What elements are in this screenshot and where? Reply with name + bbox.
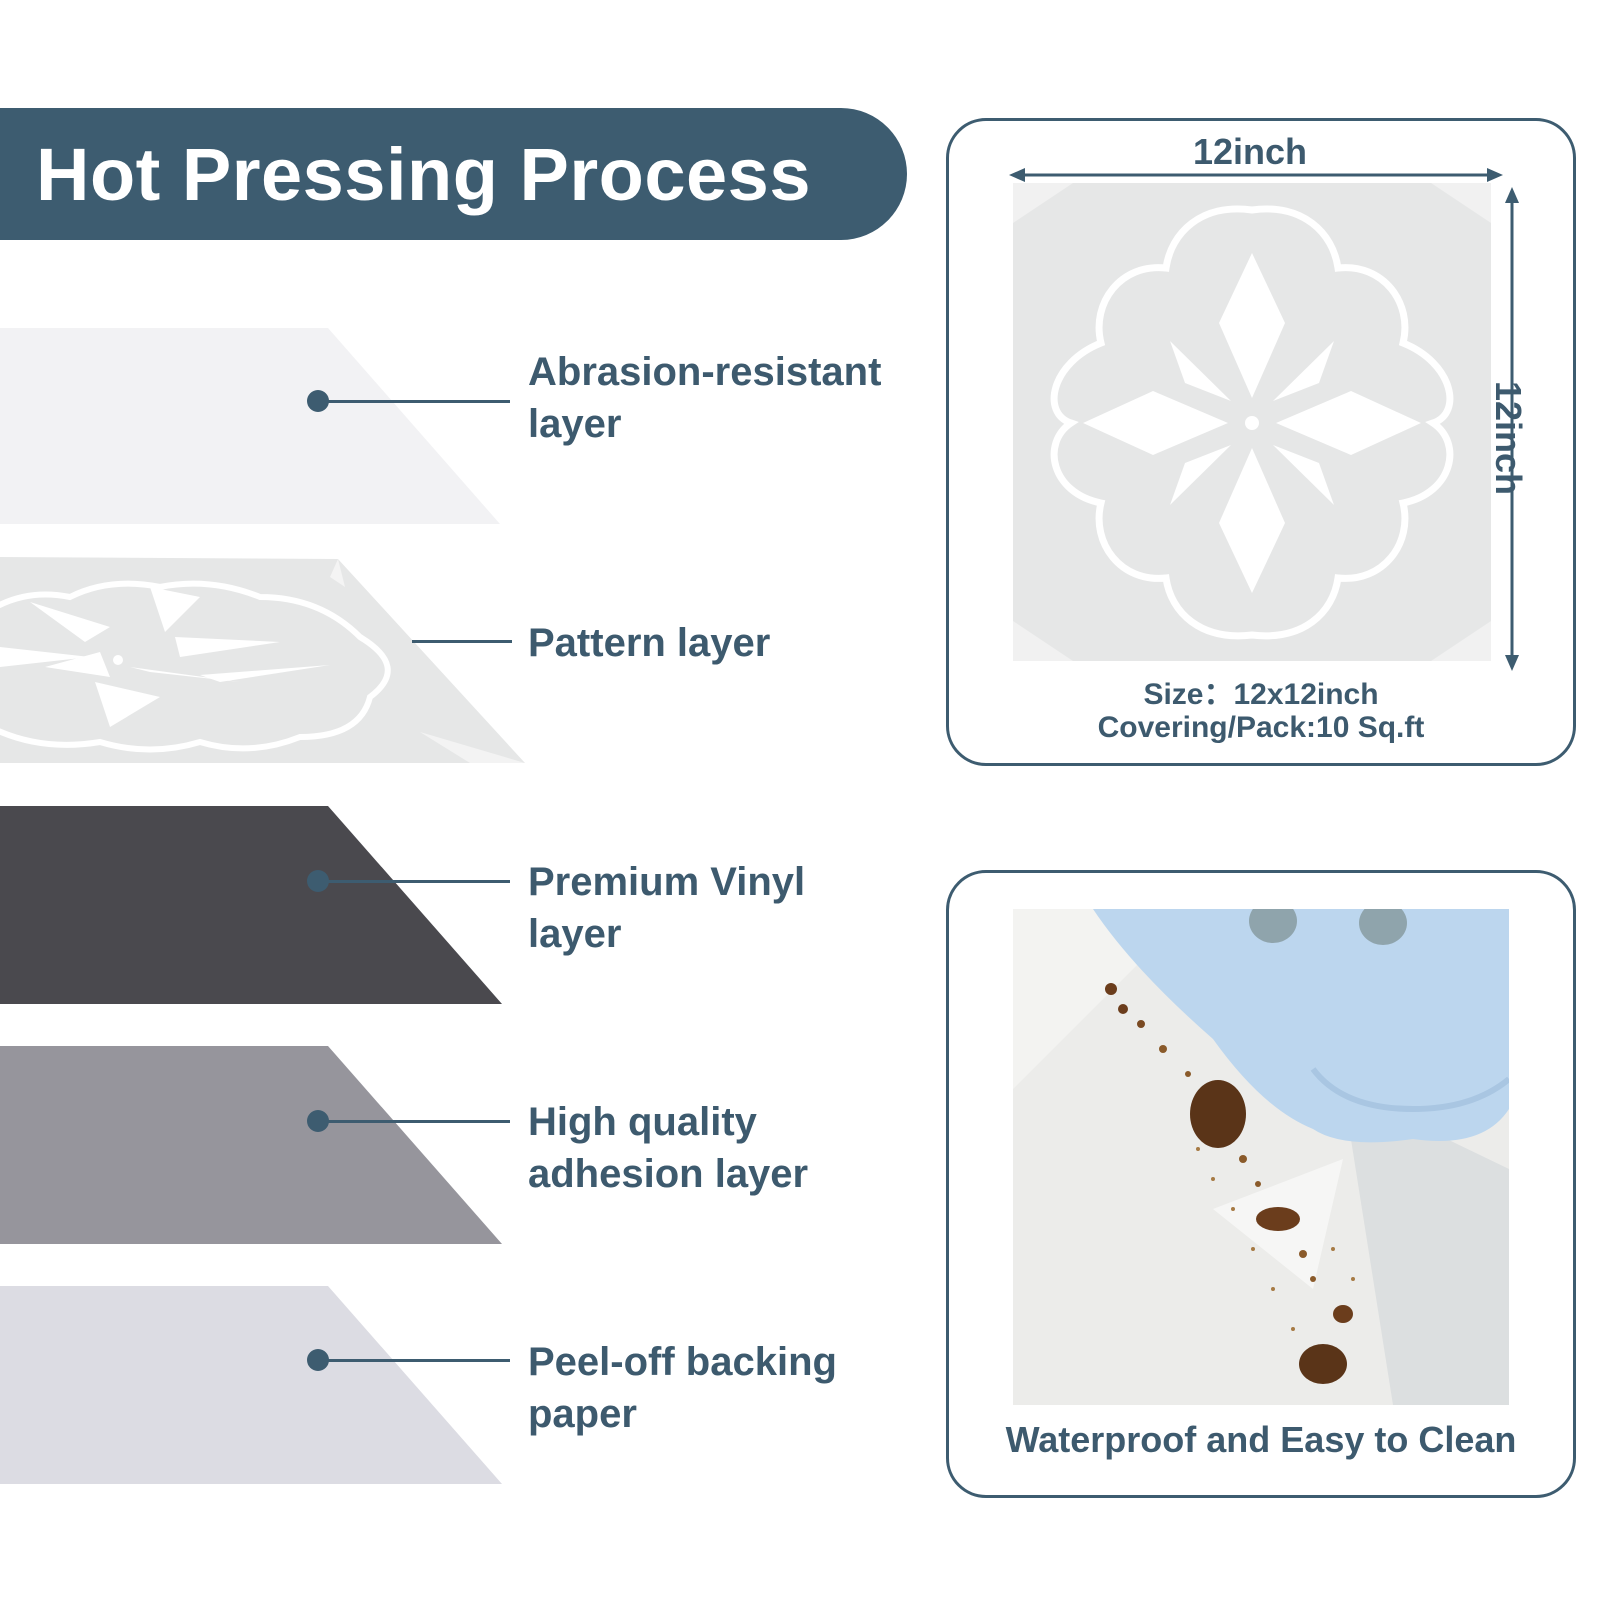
easy-clean-card: Waterproof and Easy to Clean	[946, 870, 1576, 1498]
backing-paper-layer	[0, 1286, 510, 1486]
callout-line	[318, 1120, 510, 1123]
covering-text: Covering/Pack:10 Sq.ft	[1097, 711, 1425, 744]
adhesion-layer-label: High quality adhesion layer	[528, 1100, 809, 1196]
abrasion-resistant-layer	[0, 328, 510, 526]
abrasion-resistant-label: Abrasion-resistant layer	[528, 350, 882, 446]
pattern-layer-label: Pattern layer	[528, 621, 771, 665]
width-dimension-arrow	[1009, 168, 1503, 182]
callout-line	[318, 400, 510, 403]
page-title: Hot Pressing Process	[36, 133, 811, 216]
callout-line	[412, 640, 512, 643]
cleaning-photo	[1013, 909, 1509, 1405]
easy-clean-caption: Waterproof and Easy to Clean	[1005, 1419, 1517, 1460]
backing-paper-label: Peel-off backing paper	[528, 1340, 837, 1436]
callout-line	[318, 880, 510, 883]
callout-line	[318, 1359, 510, 1362]
adhesion-layer	[0, 1046, 510, 1246]
premium-vinyl-label: Premium Vinyl layer	[528, 860, 806, 956]
tile-pattern-image	[1013, 183, 1491, 661]
size-text: Size：12x12inch	[1143, 678, 1379, 711]
size-card: 12inch 12inch Size：12x12inch Covering/Pa…	[946, 118, 1576, 766]
height-label: 12inch	[1488, 381, 1529, 496]
height-dimension-arrow	[1505, 187, 1519, 671]
premium-vinyl-layer	[0, 806, 510, 1006]
width-label: 12inch	[1193, 131, 1308, 172]
pattern-layer	[0, 557, 530, 767]
title-banner: Hot Pressing Process	[0, 108, 907, 240]
